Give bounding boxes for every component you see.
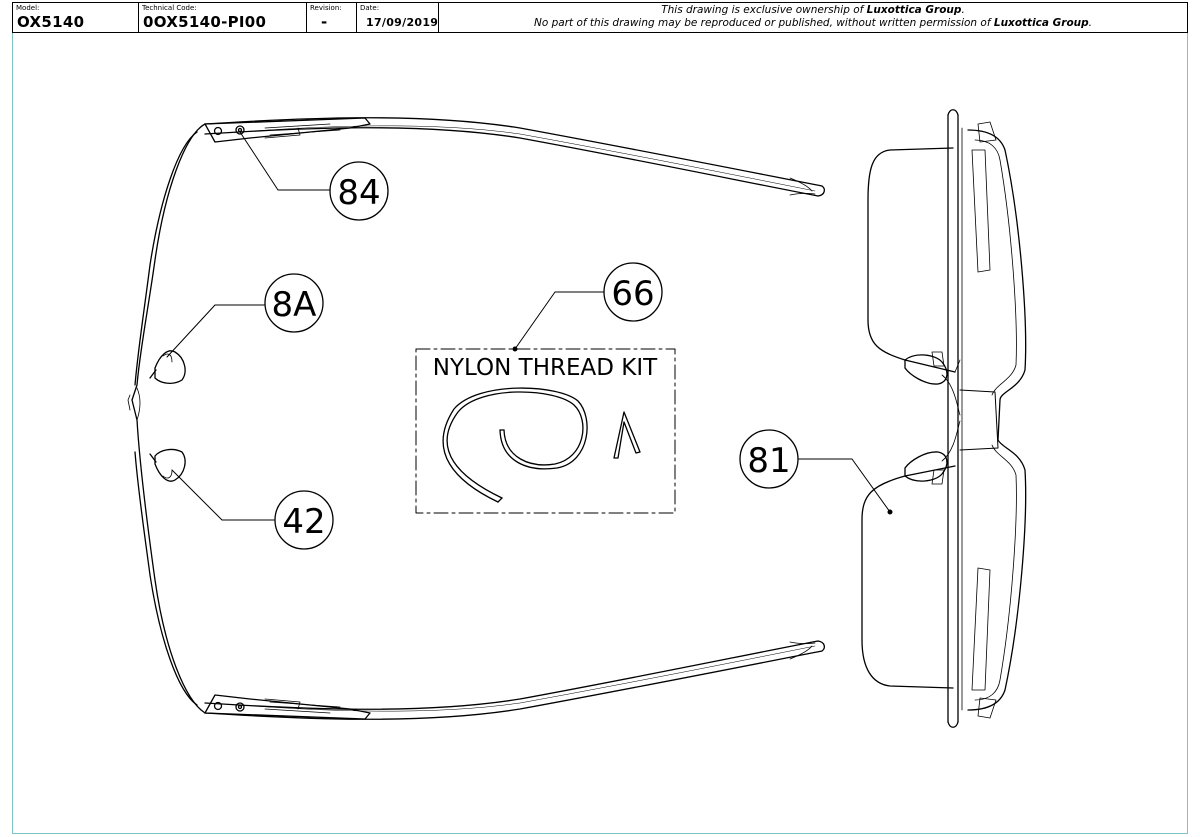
revision-label: Revision: — [310, 4, 342, 12]
callout-81: 81 — [739, 429, 799, 489]
technical-code-cell: Technical Code: 0OX5140-PI00 — [139, 3, 307, 32]
nylon-thread-kit: NYLON THREAD KIT — [415, 348, 676, 514]
upper-hinge — [204, 117, 371, 143]
callout-8a: 8A — [264, 273, 324, 333]
technical-code-value: 0OX5140-PI00 — [143, 13, 267, 31]
callout-66: 66 — [603, 262, 663, 322]
frame-front-view — [861, 109, 1027, 728]
callout-42: 42 — [274, 490, 334, 550]
lower-lens — [861, 465, 956, 689]
model-cell: Model: OX5140 — [13, 3, 139, 32]
model-label: Model: — [16, 4, 40, 12]
technical-code-label: Technical Code: — [142, 4, 197, 12]
notice-line-1-end: . — [961, 4, 965, 16]
upper-temple — [204, 117, 825, 197]
thread-tool-icon — [613, 411, 641, 459]
leader-lines — [166, 131, 893, 521]
callout-66-text: 66 — [611, 274, 654, 314]
callout-84-text: 84 — [337, 173, 380, 213]
front-nose-pad-upper — [904, 354, 948, 385]
front-nose-pad-lower — [904, 451, 948, 482]
ownership-notice: This drawing is exclusive ownership of L… — [439, 3, 1187, 33]
callout-8a-text: 8A — [272, 285, 317, 325]
notice-line-2-text: No part of this drawing may be reproduce… — [533, 17, 994, 29]
kit-label: NYLON THREAD KIT — [433, 355, 658, 381]
callout-84: 84 — [329, 161, 389, 221]
date-label: Date: — [360, 4, 380, 12]
lower-hinge — [204, 694, 371, 720]
nose-pad-lower — [149, 448, 186, 482]
notice-line-1: This drawing is exclusive ownership of L… — [439, 4, 1187, 17]
front-rim-profile — [127, 123, 206, 714]
notice-owner-1: Luxottica Group — [866, 4, 962, 16]
notice-line-2: No part of this drawing may be reproduce… — [439, 17, 1187, 30]
model-value: OX5140 — [17, 13, 85, 31]
upper-lens — [867, 147, 956, 373]
callout-42-text: 42 — [282, 502, 325, 542]
lower-temple — [204, 640, 825, 720]
notice-line-2-end: . — [1088, 17, 1092, 29]
callout-81-text: 81 — [747, 441, 790, 481]
revision-value: - — [321, 13, 328, 31]
date-cell: Date: 17/09/2019 — [357, 3, 439, 32]
revision-cell: Revision: - — [307, 3, 357, 32]
nylon-thread-icon — [442, 387, 588, 503]
notice-owner-2: Luxottica Group — [993, 17, 1089, 29]
title-block: Model: OX5140 Technical Code: 0OX5140-PI… — [12, 2, 1188, 33]
frame-top-view — [127, 117, 825, 720]
notice-line-1-text: This drawing is exclusive ownership of — [661, 4, 867, 16]
date-value: 17/09/2019 — [366, 16, 439, 29]
